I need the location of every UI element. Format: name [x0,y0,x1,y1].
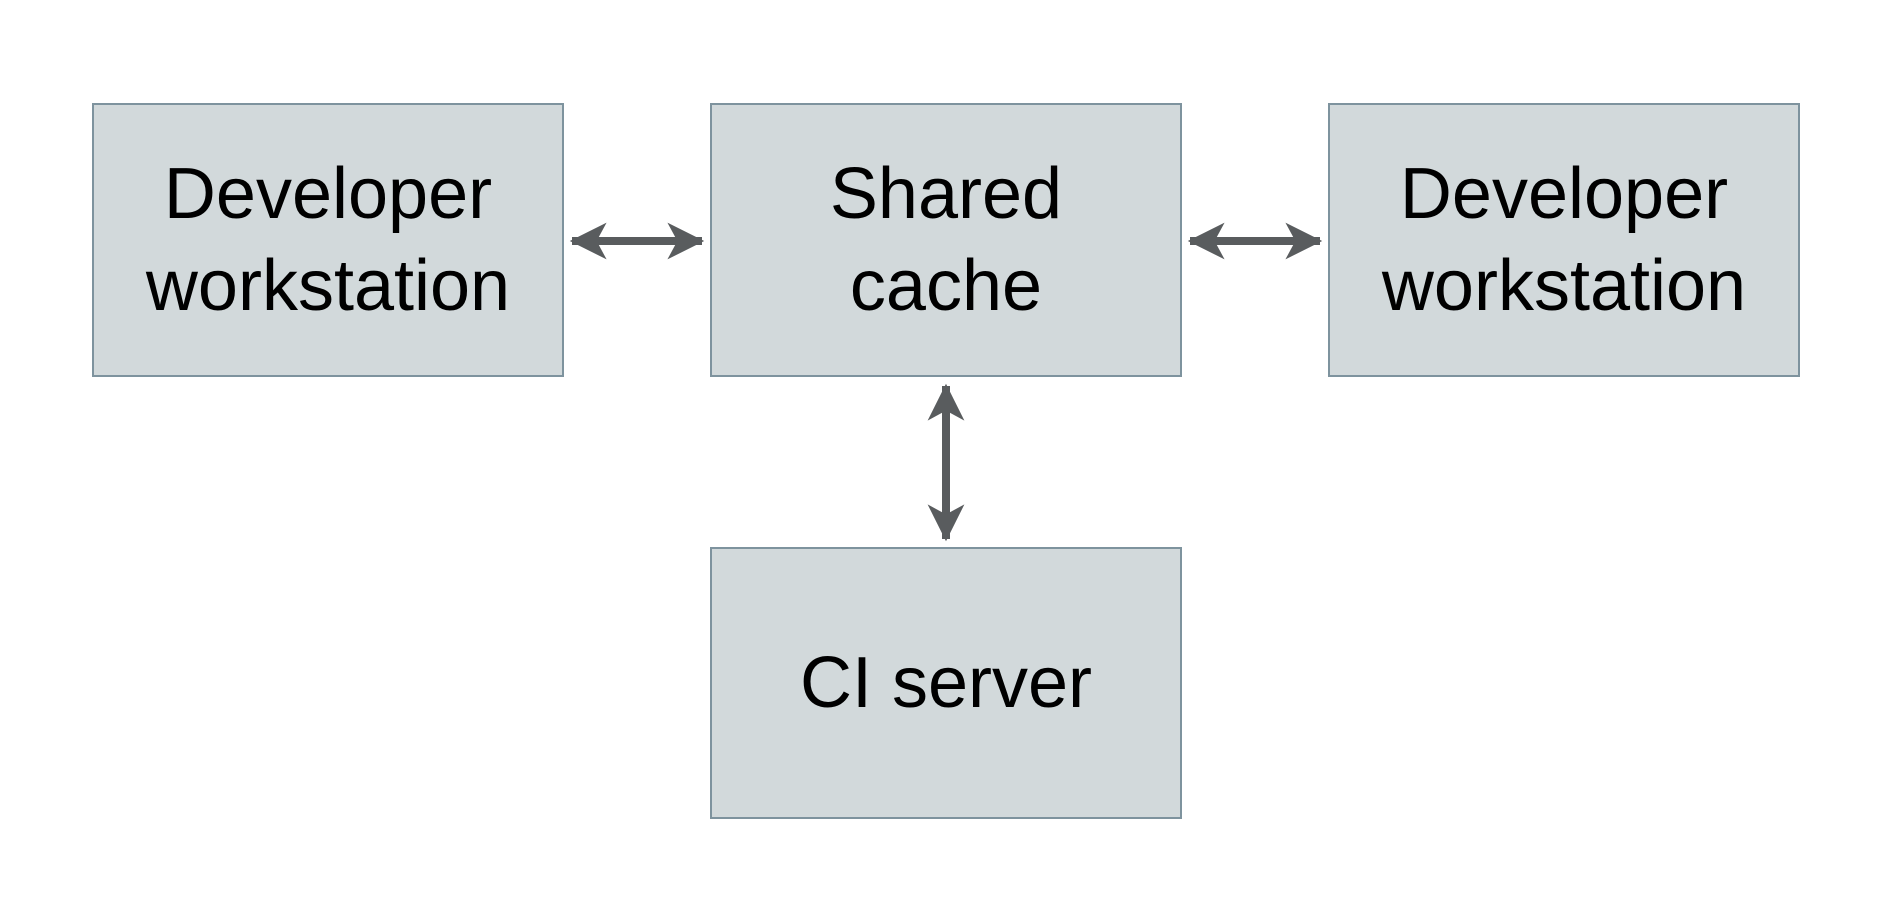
node-label: Shared cache [829,153,1063,326]
node-developer-workstation-left: Developer workstation [92,103,564,377]
node-label: Developer workstation [145,153,511,326]
node-shared-cache: Shared cache [710,103,1182,377]
node-label: Developer workstation [1381,153,1747,326]
node-label: CI server [799,642,1093,723]
node-ci-server: CI server [710,547,1182,819]
node-developer-workstation-right: Developer workstation [1328,103,1800,377]
